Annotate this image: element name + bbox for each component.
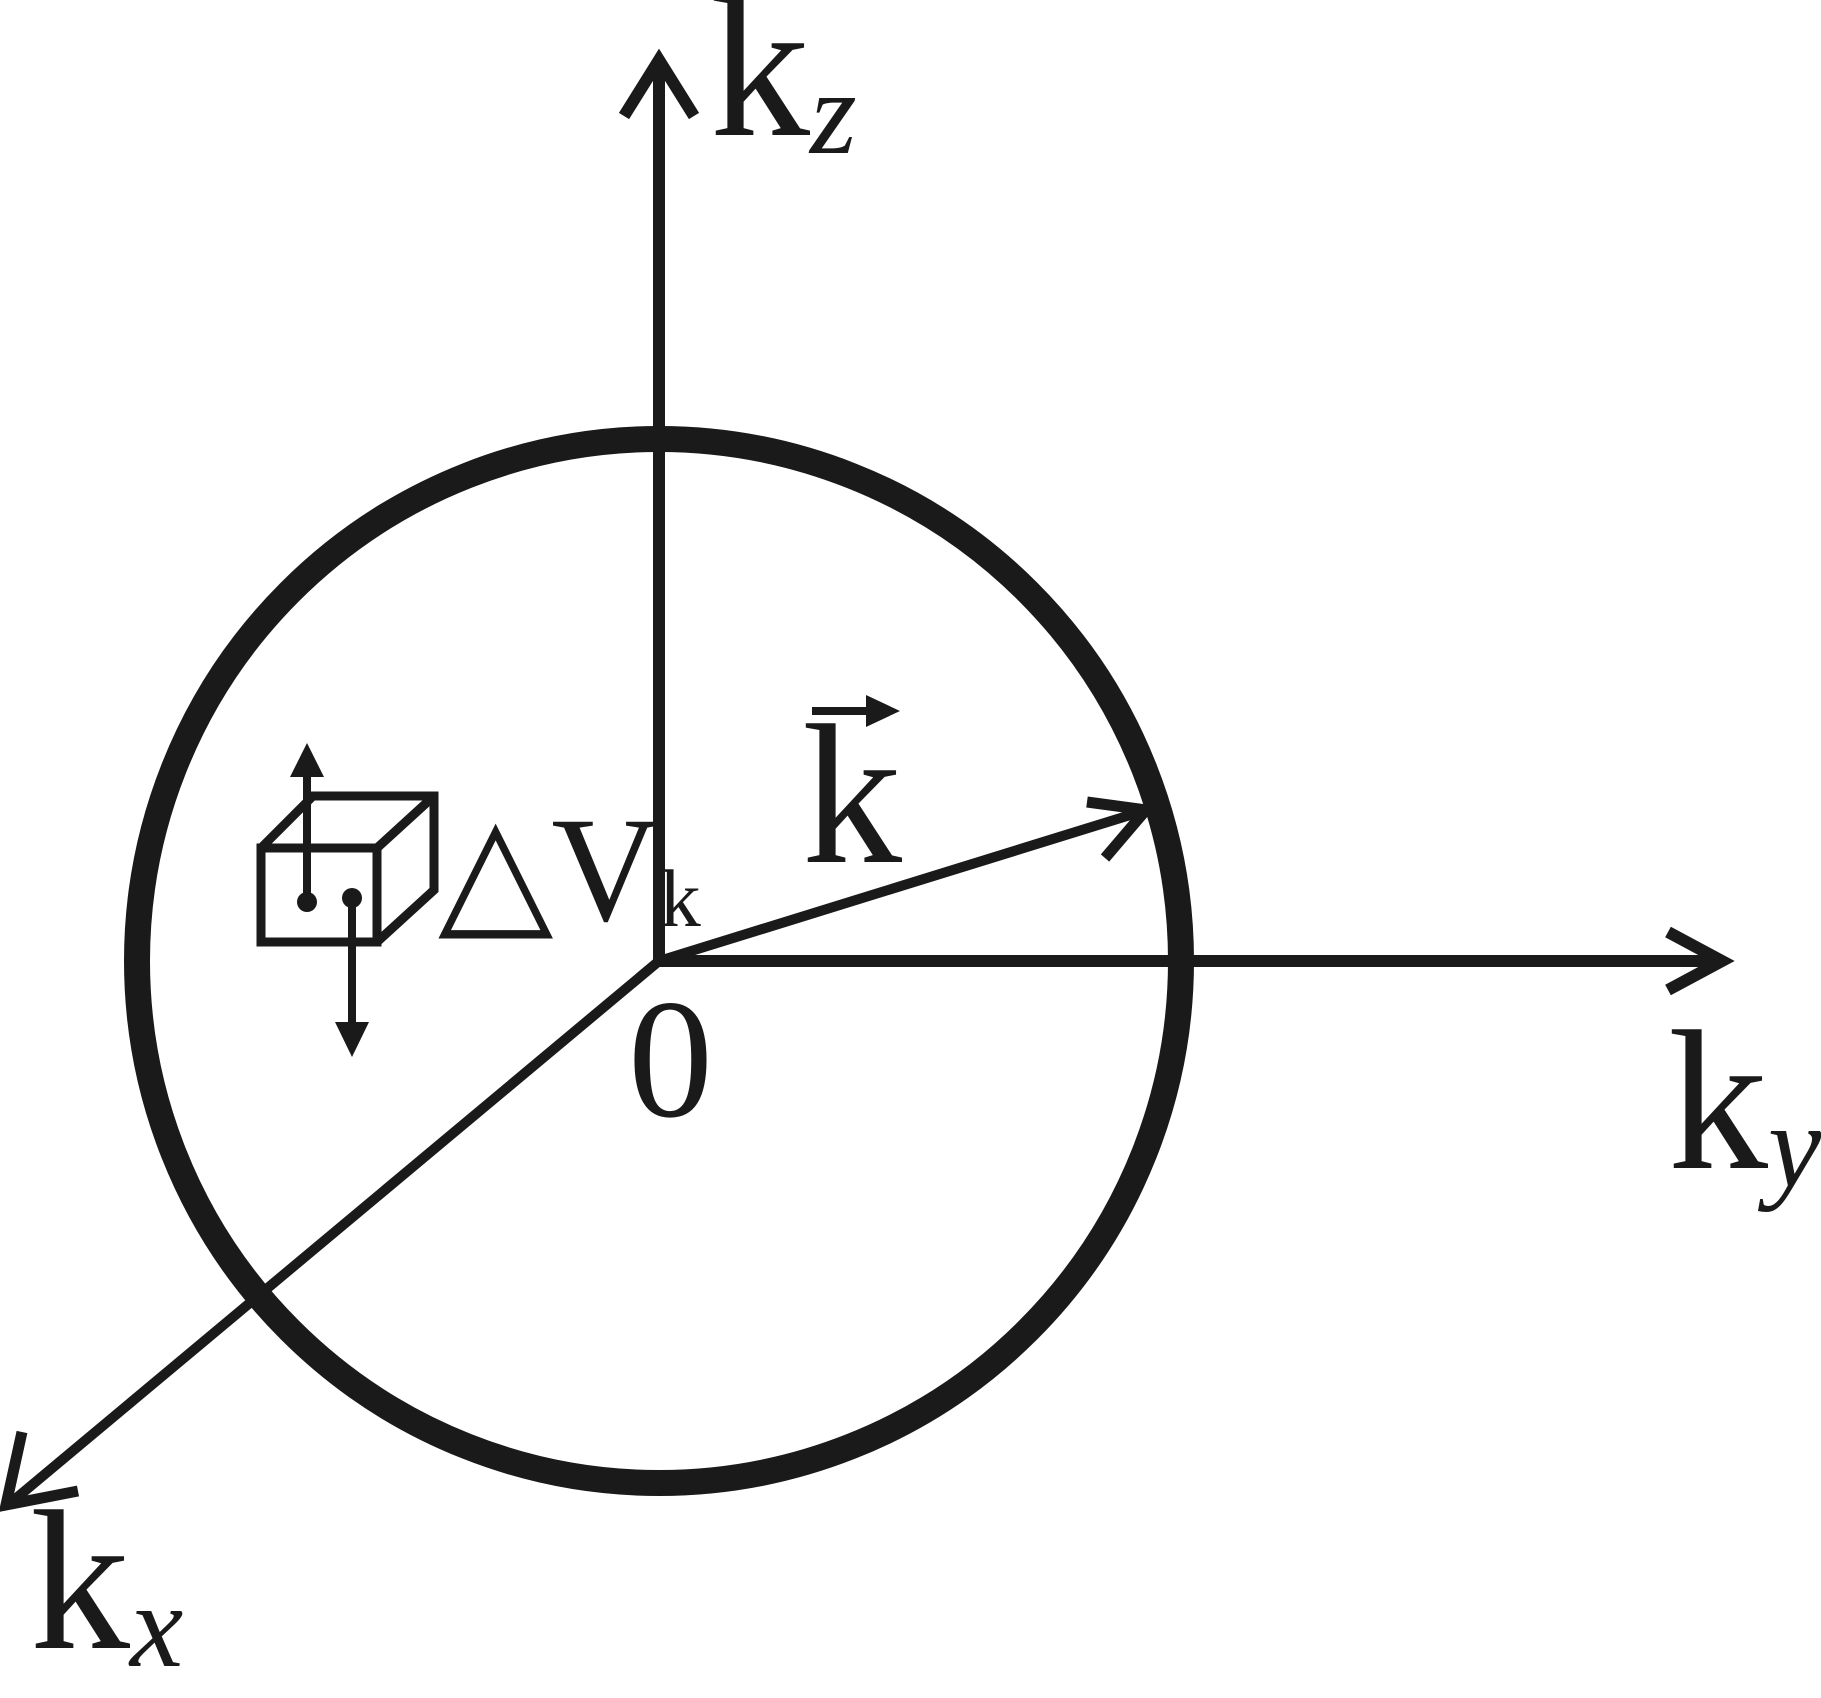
spin-up-arrow bbox=[290, 743, 324, 912]
k-vector-arrowhead bbox=[1086, 796, 1157, 862]
kx-axis-label: kx bbox=[30, 1471, 183, 1692]
ky-axis-label: ky bbox=[1668, 991, 1821, 1212]
kz-axis-label: kz bbox=[710, 0, 857, 179]
k-vector-line bbox=[657, 807, 1142, 966]
k-label-arrow-head bbox=[866, 695, 900, 727]
kz-axis-arrowhead bbox=[618, 48, 700, 120]
origin-label: 0 bbox=[628, 965, 713, 1153]
volume-element-cube bbox=[256, 791, 439, 947]
spin-down-arrow bbox=[335, 888, 369, 1057]
ky-axis-arrowhead bbox=[1665, 926, 1735, 996]
kx-axis-line bbox=[10, 957, 663, 1504]
delta-v-label: △Vk bbox=[438, 787, 701, 953]
kx-axis-arrowhead bbox=[0, 1430, 80, 1512]
k-vector-label: k bbox=[802, 685, 902, 906]
